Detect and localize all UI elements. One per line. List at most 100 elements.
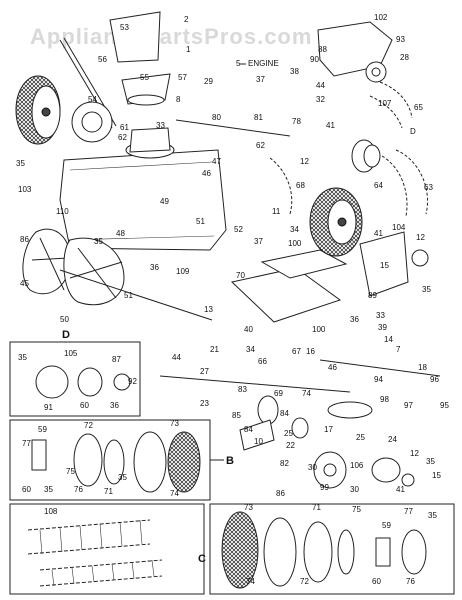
callout-10: 10 — [254, 437, 263, 446]
callout-2: 2 — [184, 15, 189, 24]
callout-14: 14 — [384, 335, 393, 344]
callout-39: 40 — [244, 325, 253, 334]
callout-34g: 35 — [428, 511, 437, 520]
callout-65: 66 — [258, 357, 267, 366]
callout-36b: 37 — [254, 237, 263, 246]
callout-45: 46 — [202, 169, 211, 178]
callout-49: 50 — [60, 315, 69, 324]
callout-29: 30 — [308, 463, 317, 472]
callout-67: 68 — [296, 181, 305, 190]
callout-40b: 41 — [374, 229, 383, 238]
side-bracket — [359, 231, 429, 297]
callout-29b: 30 — [350, 485, 359, 494]
callout-52: 53 — [120, 23, 129, 32]
callout-70: 71 — [104, 487, 113, 496]
callout-12b: 12 — [416, 233, 425, 242]
callout-34: 35 — [16, 159, 25, 168]
callout-47: 48 — [116, 229, 125, 238]
callout-12: 12 — [300, 157, 309, 166]
callout-27: 28 — [400, 53, 409, 62]
callout-33b: 34 — [246, 345, 255, 354]
drive-chain-mid — [269, 157, 293, 215]
detail-box-b: B — [9, 419, 234, 501]
callout-75: 76 — [74, 485, 83, 494]
callout-35c: 36 — [110, 401, 119, 410]
sprocket-left — [71, 101, 113, 143]
callout-48: 49 — [160, 197, 169, 206]
callout-43: 44 — [316, 81, 325, 90]
callout-109: 110 — [56, 207, 69, 216]
callout-33: 34 — [290, 225, 299, 234]
callout-104: 105 — [64, 349, 78, 358]
callout-76c: 77 — [404, 507, 413, 516]
callout-85: 86 — [20, 235, 29, 244]
callout-24: 25 — [284, 429, 293, 438]
pulley-assembly — [239, 395, 415, 489]
callout-59: 60 — [80, 401, 89, 410]
callout-107: 108 — [44, 507, 58, 516]
callout-82: 83 — [238, 385, 247, 394]
callout-34d: 35 — [426, 457, 435, 466]
callout-24b: 25 — [356, 433, 365, 442]
callout-72: 73 — [170, 419, 179, 428]
callout-34e: 35 — [44, 485, 53, 494]
callout-106: 107 — [378, 99, 392, 108]
callout-99: 100 — [288, 239, 302, 248]
detail-box-chains — [9, 503, 205, 595]
callout-89: 90 — [310, 55, 319, 64]
callout-90: 91 — [44, 403, 53, 412]
callout-63: 64 — [374, 181, 383, 190]
callout-15b: 15 — [432, 471, 441, 480]
callout-58c: 59 — [382, 521, 391, 530]
axle-shaft-lower — [159, 375, 351, 393]
callout-20: 21 — [210, 345, 219, 354]
callout-35b: 36 — [350, 315, 359, 324]
callout-75c: 76 — [406, 577, 415, 586]
callout-59b: 60 — [22, 485, 31, 494]
callout-18: 18 — [418, 363, 427, 372]
callout-84: 85 — [232, 411, 241, 420]
discharge-chute — [109, 11, 171, 106]
callout-85b: 86 — [276, 489, 285, 498]
callout-59c: 60 — [372, 577, 381, 586]
callout-76: 77 — [22, 439, 31, 448]
callout-1: 1 — [186, 45, 191, 54]
section-label-d: D — [62, 329, 70, 341]
callout-100: 100 — [312, 325, 326, 334]
callout-40: 41 — [326, 121, 335, 130]
callout-62: 63 — [424, 183, 433, 192]
callout-83b: 84 — [280, 409, 289, 418]
callout-81: 82 — [280, 459, 289, 468]
callout-32b: 33 — [376, 311, 385, 320]
section-label-b: B — [226, 455, 234, 467]
auger-housing — [59, 127, 227, 251]
callout-53: 54 — [88, 95, 97, 104]
callout-d-34: 35 — [18, 353, 27, 362]
callout-94: 95 — [440, 401, 449, 410]
callout-43b: 44 — [172, 353, 181, 362]
friction-disc — [351, 139, 381, 173]
callout-91: 92 — [128, 377, 137, 386]
belt-cover — [317, 21, 393, 83]
callout-92: 93 — [396, 35, 405, 44]
frame-pan — [230, 249, 348, 323]
callout-87: 88 — [318, 45, 327, 54]
callout-34b: 35 — [94, 237, 103, 246]
axle-shaft-upper — [175, 119, 291, 137]
wheel-right-main — [309, 187, 363, 257]
callout-11: 11 — [272, 207, 281, 216]
callout-86: 87 — [112, 355, 121, 364]
drive-chain-upper — [369, 81, 413, 129]
callout-21: 22 — [286, 441, 295, 450]
callout-105: 106 — [350, 461, 364, 470]
callout-88: 89 — [368, 291, 377, 300]
callout-37: 38 — [290, 67, 299, 76]
callout-71c: 72 — [300, 577, 309, 586]
callout-69: 70 — [236, 271, 245, 280]
callout-74: 75 — [66, 467, 75, 476]
callout-150: 51 — [196, 217, 205, 226]
callout-61: 62 — [118, 133, 127, 142]
engine-label: ENGINE — [248, 59, 279, 68]
callout-77: 78 — [292, 117, 301, 126]
